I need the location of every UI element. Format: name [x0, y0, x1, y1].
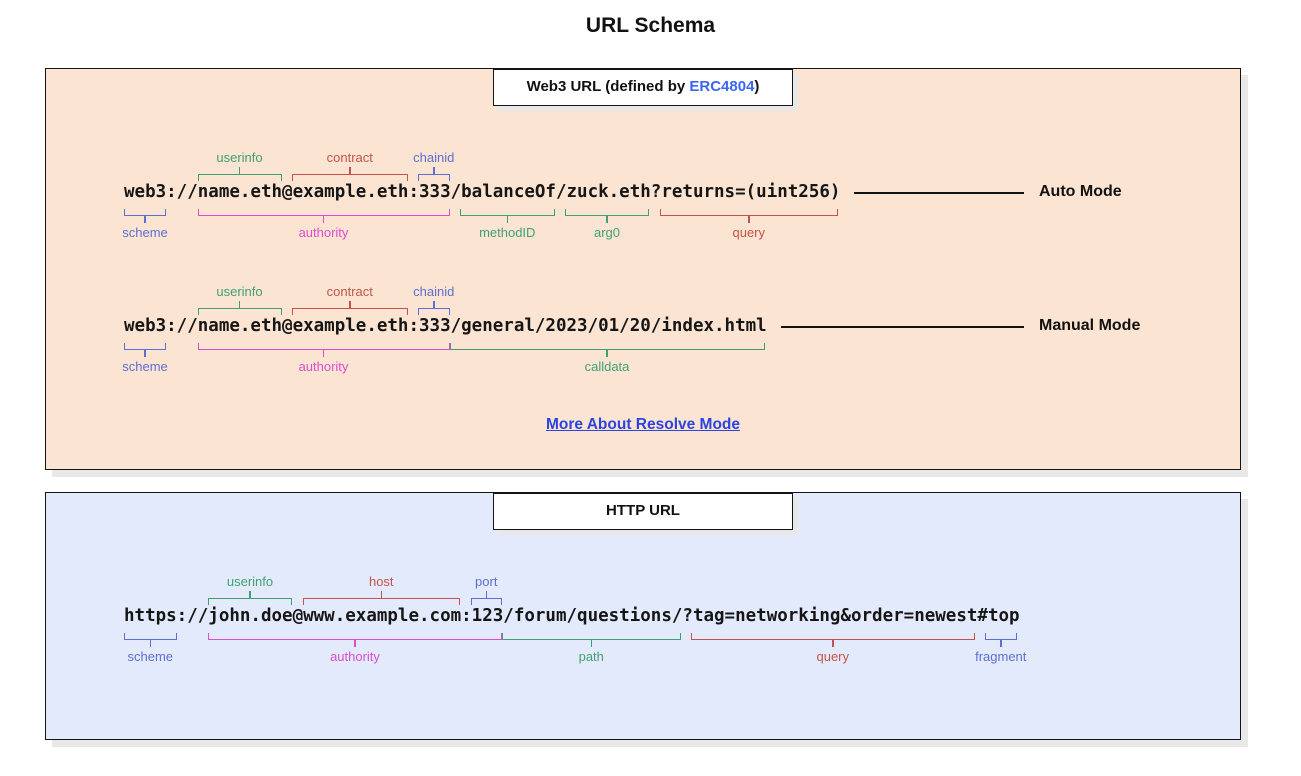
userinfo-label: userinfo: [226, 574, 274, 589]
scheme-brace: [124, 633, 177, 640]
authority-label: authority: [330, 649, 380, 664]
url-text: web3://name.eth@example.eth:333/general/…: [124, 316, 767, 336]
userinfo-brace-stem: [238, 301, 241, 308]
chainid-label: chainid: [413, 150, 455, 165]
scheme-label: scheme: [127, 649, 174, 664]
authority-brace: [197, 209, 450, 216]
contract-brace: [292, 308, 408, 315]
scheme-brace-stem: [149, 640, 151, 647]
authority-label: authority: [298, 225, 349, 240]
query-label: query: [732, 225, 766, 240]
authority-brace: [197, 343, 450, 350]
page-title: URL Schema: [585, 14, 716, 37]
web3-header-text-suffix: ): [754, 78, 760, 95]
mode-connector-line: [780, 326, 1024, 328]
methodID-label: methodID: [479, 225, 536, 240]
erc4804-link[interactable]: ERC4804: [689, 78, 755, 95]
url-text: web3://name.eth@example.eth:333/balanceO…: [124, 182, 841, 202]
port-brace-stem: [485, 591, 487, 598]
calldata-brace: [449, 343, 765, 350]
web3-panel-header: Web3 URL (defined by ERC4804): [493, 69, 793, 106]
host-label: host: [368, 574, 394, 589]
authority-brace: [208, 633, 502, 640]
query-brace: [691, 633, 975, 640]
query-label: query: [816, 649, 850, 664]
mode-label: Manual Mode: [1039, 317, 1141, 334]
query-brace: [659, 209, 838, 216]
path-brace: [502, 633, 681, 640]
chainid-label: chainid: [413, 284, 455, 299]
userinfo-brace-stem: [238, 167, 241, 174]
contract-label: contract: [326, 150, 373, 165]
http-url-panel: HTTP URL https://john.doe@www.example.co…: [45, 492, 1241, 740]
authority-brace-stem: [322, 350, 325, 357]
path-label: path: [578, 649, 604, 664]
userinfo-brace: [208, 598, 292, 605]
url-text: https://john.doe@www.example.com:123/for…: [124, 606, 1020, 626]
http-rows: https://john.doe@www.example.com:123/for…: [124, 493, 1234, 739]
userinfo-brace: [197, 174, 282, 181]
userinfo-brace: [197, 308, 282, 315]
arg0-brace: [565, 209, 649, 216]
fragment-brace-stem: [1000, 640, 1002, 647]
web3-header-text-prefix: Web3 URL (defined by: [526, 78, 690, 95]
http-header-text: HTTP URL: [606, 502, 680, 519]
methodID-brace-stem: [506, 216, 508, 223]
scheme-label: scheme: [122, 225, 168, 240]
chainid-brace-stem: [433, 167, 435, 174]
chainid-brace-stem: [433, 301, 435, 308]
http-panel-header: HTTP URL: [493, 493, 793, 530]
web3-url-panel: Web3 URL (defined by ERC4804) web3://nam…: [45, 68, 1241, 470]
query-brace-stem: [748, 216, 750, 223]
web3-rows: web3://name.eth@example.eth:333/balanceO…: [122, 69, 1234, 469]
arg0-label: arg0: [593, 225, 621, 240]
mode-label: Auto Mode: [1039, 183, 1122, 200]
scheme-brace-stem: [144, 216, 146, 223]
resolve-mode-link[interactable]: More About Resolve Mode: [545, 416, 741, 433]
chainid-brace: [418, 174, 450, 181]
scheme-brace: [124, 343, 166, 350]
contract-brace-stem: [349, 167, 351, 174]
chainid-brace: [418, 308, 450, 315]
authority-label: authority: [298, 359, 349, 374]
userinfo-label: userinfo: [216, 284, 263, 299]
authority-brace-stem: [354, 640, 356, 647]
scheme-label: scheme: [122, 359, 168, 374]
arg0-brace-stem: [606, 216, 608, 223]
calldata-label: calldata: [584, 359, 630, 374]
calldata-brace-stem: [606, 350, 608, 357]
scheme-brace: [124, 209, 166, 216]
mode-connector-line: [854, 192, 1024, 194]
contract-brace-stem: [349, 301, 351, 308]
contract-label: contract: [326, 284, 373, 299]
userinfo-label: userinfo: [216, 150, 263, 165]
path-brace-stem: [590, 640, 592, 647]
port-label: port: [475, 574, 498, 589]
host-brace-stem: [380, 591, 382, 598]
scheme-brace-stem: [144, 350, 146, 357]
host-brace: [302, 598, 460, 605]
query-brace-stem: [832, 640, 834, 647]
authority-brace-stem: [322, 216, 325, 223]
url-diagram-row: https://john.doe@www.example.com:123/for…: [124, 573, 1234, 669]
port-brace: [470, 598, 502, 605]
fragment-label: fragment: [975, 649, 1027, 664]
url-diagram-row: web3://name.eth@example.eth:333/balanceO…: [122, 149, 1234, 245]
contract-brace: [292, 174, 408, 181]
userinfo-brace-stem: [249, 591, 251, 598]
methodID-brace: [460, 209, 555, 216]
url-diagram-row: web3://name.eth@example.eth:333/general/…: [122, 283, 1234, 379]
fragment-brace: [985, 633, 1017, 640]
